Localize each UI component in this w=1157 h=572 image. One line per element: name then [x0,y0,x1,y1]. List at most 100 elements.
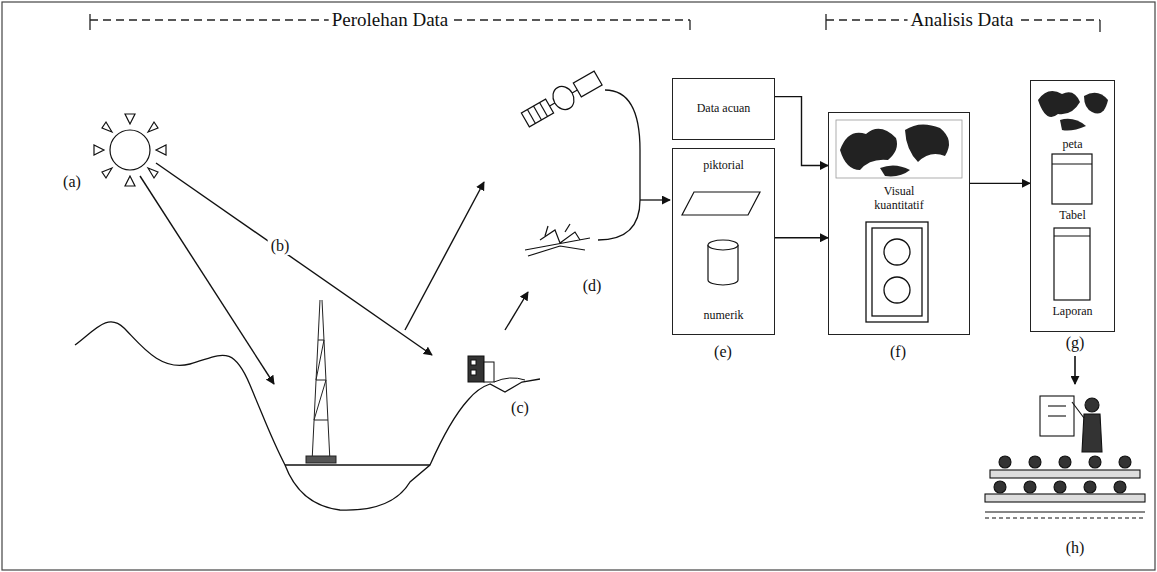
energy-ray [140,176,274,384]
callout-letter: (h) [1063,539,1088,557]
energy-ray [505,292,528,330]
callout-letter: (e) [711,343,735,361]
image-map [836,120,962,178]
users-scene [1048,415,1066,416]
aircraft [565,224,570,232]
users-scene [985,494,1145,502]
tower [312,300,320,462]
satellite [519,68,604,131]
data-transfer-line [640,199,670,200]
table-icon [1052,154,1092,204]
users-scene [1054,481,1066,493]
tape-drive [884,277,910,303]
tower [306,456,336,463]
box-text: Laporan [1053,305,1093,319]
sun [94,114,166,186]
callout-letter: (d) [580,277,605,295]
energy-ray [405,182,484,330]
output-map [1060,119,1086,131]
aircraft [525,224,590,256]
users-scene [1119,456,1131,468]
ground-object [494,378,525,382]
users-scene [1084,481,1096,493]
box-text: Data acuan [697,102,751,116]
terrain [75,322,540,510]
section-bracket [1099,20,1100,32]
users-scene [1059,456,1071,468]
callout-letter: (b) [268,237,293,255]
aircraft [545,226,548,236]
users-scene [985,511,1145,512]
box-text: piktorial [703,159,744,173]
satellite [540,103,548,117]
table-icon [1052,163,1092,164]
users-scene [994,481,1006,493]
users-scene [1072,402,1084,418]
satellite [521,99,553,127]
satellite [549,83,578,114]
report-icon [1054,228,1090,300]
report-icon [1054,228,1090,300]
ground-object [484,362,494,382]
satellite [550,103,555,106]
data-transfer-line [598,200,640,240]
tape-drive [866,222,928,322]
process-box: piktorial numerik [672,148,775,335]
section-bracket [825,14,826,30]
satellite [572,90,577,93]
ground-object [468,356,525,382]
users-scene [999,456,1011,468]
sun [94,114,166,186]
section-bracket [689,20,690,30]
flow-arrow [970,183,1030,184]
satellite [533,106,541,120]
users-scene [1024,481,1036,493]
callout-letter: (c) [508,399,532,417]
image-map [836,120,962,178]
terrain [75,322,540,510]
users-scene [1114,481,1126,493]
ground-object [468,356,484,382]
output-map [1038,91,1080,117]
sun [110,130,150,170]
output-map [1038,91,1108,130]
output-map [1084,93,1108,114]
image-map [840,129,897,170]
output-arrow [1074,356,1076,384]
callout-letter: (f) [887,343,909,361]
tape-drive [884,239,910,265]
image-map [880,165,910,176]
pictorial-data-icon [682,192,760,215]
ground-object [471,360,476,365]
users-scene [1085,398,1099,412]
flow-arrow [775,97,828,166]
users-scene [1082,414,1102,452]
box-text: Tabel [1059,209,1085,223]
ground-object [471,370,476,375]
process-box: Visual kuantitatif [828,112,970,335]
tower [316,340,324,380]
section-bracket [89,14,90,30]
image-map [905,124,949,162]
energy-ray [140,163,528,384]
box-text: Visual kuantitatif [859,185,939,213]
satellite [573,71,602,97]
data-transfer-line [598,90,670,240]
numeric-data-icon [708,240,738,285]
tower [318,340,324,341]
process-box: petaTabelLaporan [1030,80,1115,332]
box-text: peta [1063,138,1083,152]
pictorial-data-icon [682,192,760,215]
users-scene [985,517,1145,518]
tape-drive [866,222,928,322]
box-text: numerik [704,309,744,323]
users-scene [990,470,1140,478]
process-box: Data acuan [672,78,775,140]
numeric-data-icon [708,245,738,285]
data-transfer-line [605,90,640,200]
tower [314,420,328,421]
section-heading: Analisis Data [908,9,1017,31]
